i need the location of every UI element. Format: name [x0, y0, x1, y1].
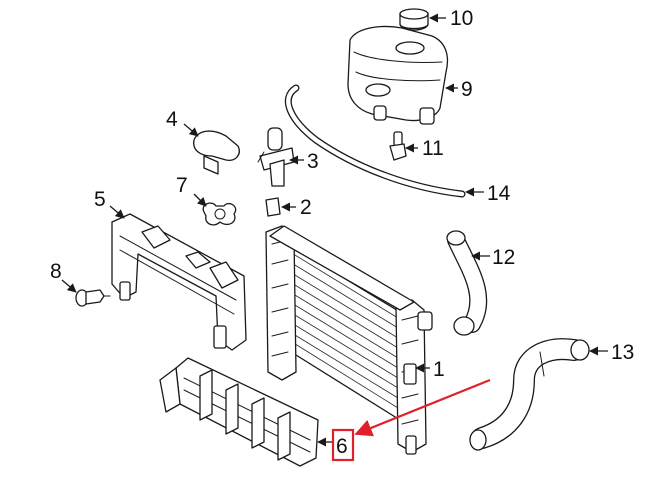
callout-11-label: 11 — [422, 137, 444, 160]
callout-5-label: 5 — [94, 188, 106, 211]
callout-6: 6 — [317, 428, 355, 462]
overflow-hose — [284, 84, 466, 198]
clip — [265, 197, 281, 217]
support-bracket — [111, 213, 247, 351]
cap — [193, 130, 240, 175]
callout-4-label: 4 — [166, 108, 178, 131]
callout-1-label: 1 — [433, 358, 445, 381]
callout-6-highlight-box — [331, 428, 355, 462]
upper-hose — [446, 230, 488, 336]
callout-8-label: 8 — [50, 260, 62, 283]
callout-4: 4 — [166, 108, 199, 137]
lower-hose — [469, 338, 590, 451]
highlight-arrow — [354, 378, 491, 437]
filler-neck — [257, 127, 295, 187]
tank-cap — [399, 8, 429, 31]
radiator — [265, 225, 433, 455]
air-guide — [159, 357, 319, 467]
callout-14-label: 14 — [487, 182, 511, 205]
callout-7-label: 7 — [176, 174, 188, 197]
callout-6-label: 6 — [336, 435, 348, 458]
sensor — [389, 131, 407, 161]
callout-5: 5 — [94, 188, 125, 219]
callout-10: 10 — [429, 7, 473, 30]
callout-2-label: 2 — [300, 196, 312, 219]
callout-13-label: 13 — [611, 341, 634, 364]
callout-7: 7 — [176, 174, 207, 207]
callout-13: 13 — [589, 341, 634, 364]
callout-2: 2 — [281, 196, 312, 219]
hose-clamp — [202, 202, 237, 226]
callout-3-label: 3 — [307, 150, 319, 173]
callout-8: 8 — [50, 260, 77, 293]
callout-11: 11 — [405, 137, 444, 160]
callout-9: 9 — [445, 78, 473, 101]
callout-12: 12 — [471, 246, 515, 269]
expansion-tank — [347, 25, 449, 125]
callout-9-label: 9 — [461, 78, 473, 101]
callout-12-label: 12 — [492, 246, 515, 269]
push-pin — [75, 289, 111, 307]
callout-14: 14 — [465, 182, 511, 205]
callout-3: 3 — [289, 150, 319, 173]
callout-10-label: 10 — [450, 7, 473, 30]
callout-1: 1 — [415, 358, 445, 381]
